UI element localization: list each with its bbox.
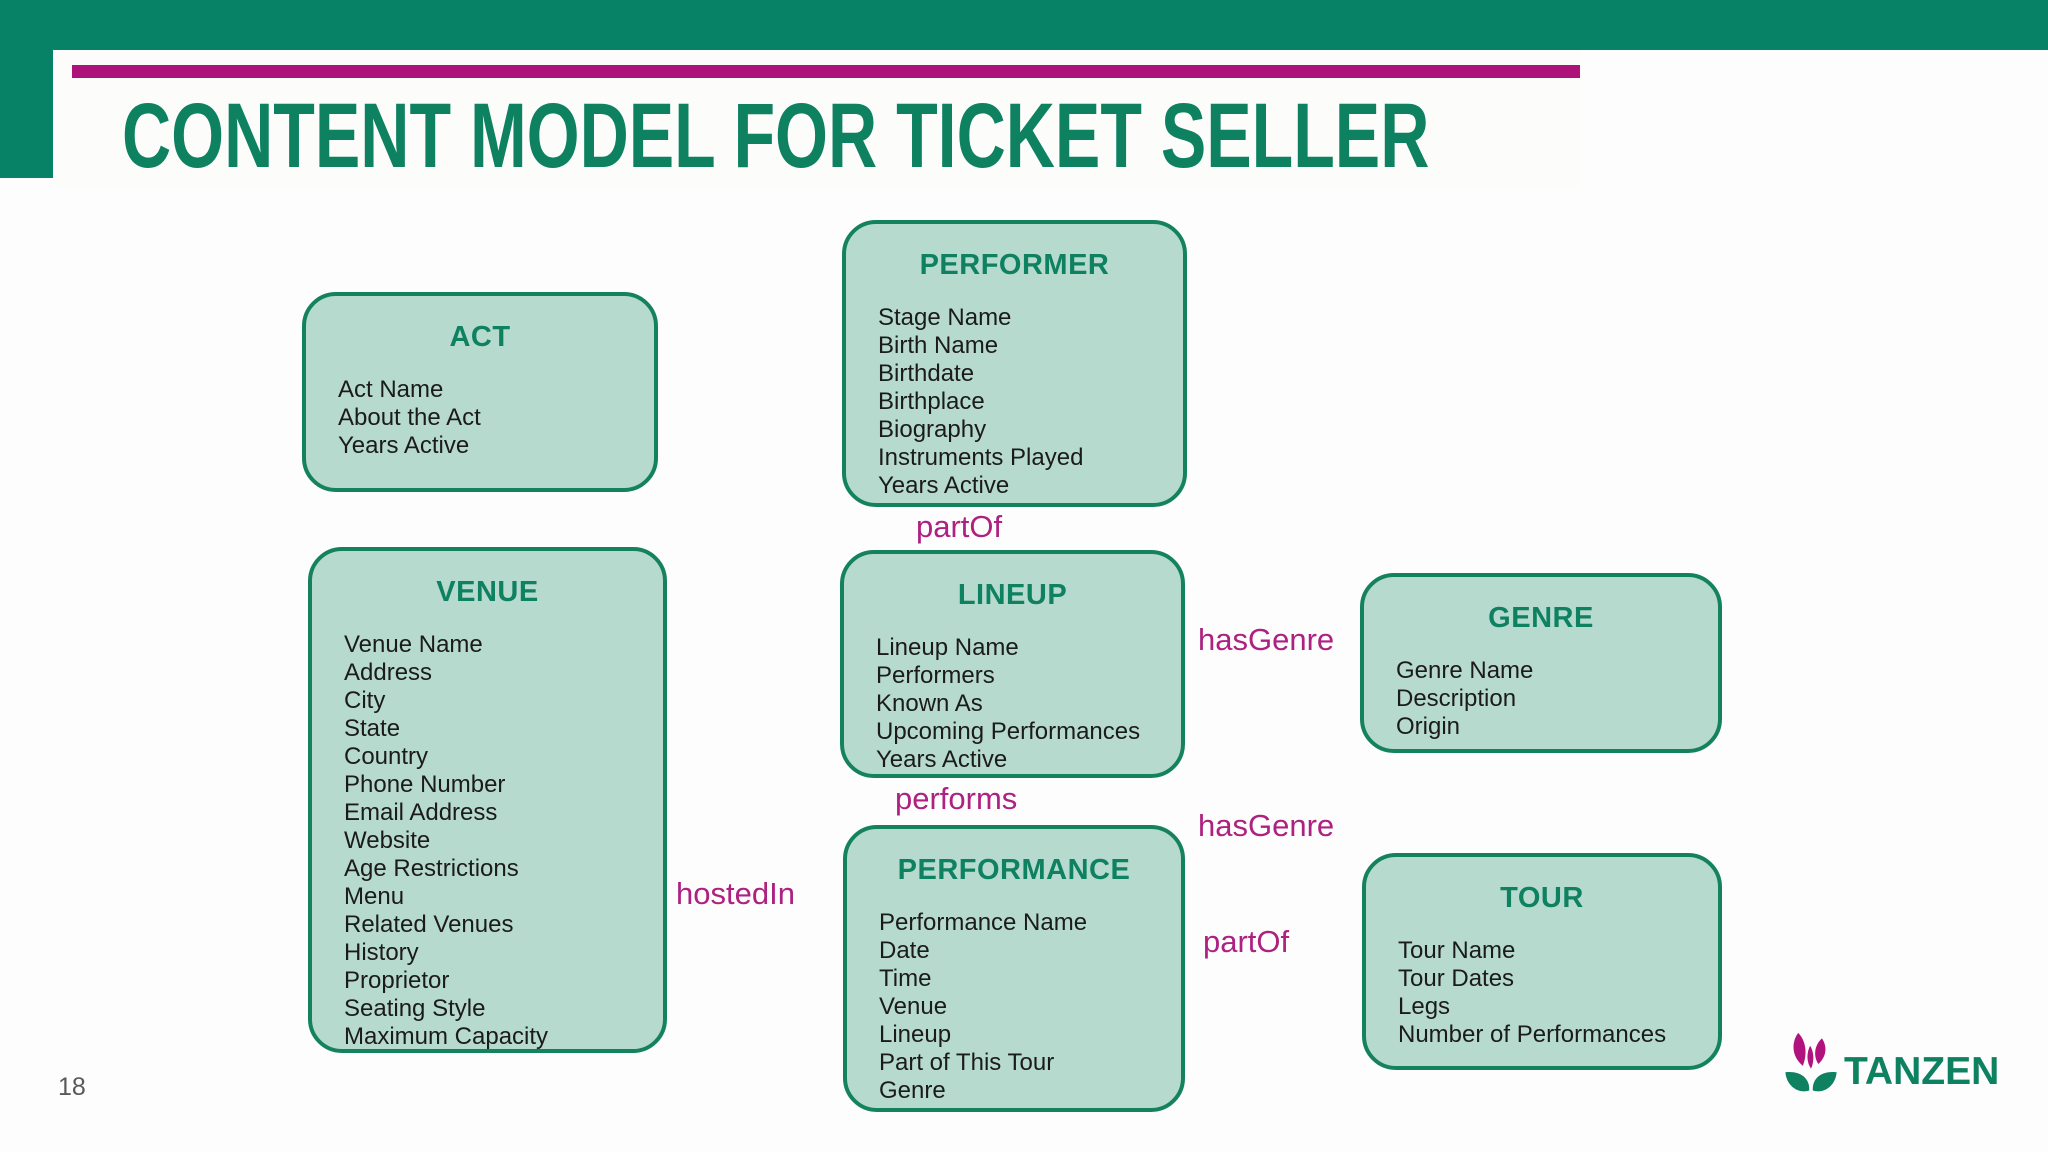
entity-attribute: Act Name <box>338 376 444 403</box>
entity-attribute: Years Active <box>876 746 1008 773</box>
entity-attribute: Known As <box>876 690 983 717</box>
relationship-label-hasgenre-lineup: hasGenre <box>1198 622 1335 657</box>
title-underline-bar <box>72 65 1580 78</box>
entity-attribute: Seating Style <box>344 995 486 1022</box>
relationship-label-partof-performance: partOf <box>1203 924 1290 959</box>
relationship-label-performs: performs <box>895 781 1018 816</box>
entity-attribute: Origin <box>1396 713 1461 740</box>
entity-attribute: Menu <box>344 883 405 910</box>
tanzen-logo-text: TANZEN <box>1844 1050 2000 1093</box>
entity-title: ACT <box>449 321 511 353</box>
entity-attribute: Genre <box>879 1077 946 1104</box>
entity-attribute: Lineup <box>879 1021 952 1048</box>
entity-title: GENRE <box>1488 602 1594 634</box>
header-accent-strip <box>0 0 53 178</box>
entity-attribute: About the Act <box>338 404 481 431</box>
entity-attribute: Address <box>344 659 433 686</box>
relationship-label-hasgenre-performance: hasGenre <box>1198 808 1335 843</box>
entity-title: PERFORMANCE <box>897 854 1131 886</box>
entity-attribute: Venue <box>879 993 948 1020</box>
tanzen-logo: TANZEN <box>1782 1032 1999 1096</box>
entity-attribute: Lineup Name <box>876 634 1019 661</box>
entity-attribute: Description <box>1396 685 1517 712</box>
entity-attribute: Part of This Tour <box>879 1049 1055 1076</box>
entity-attribute: Biography <box>878 416 987 443</box>
entity-attribute: Birth Name <box>878 332 999 359</box>
entity-attribute: Stage Name <box>878 304 1012 331</box>
entity-title: LINEUP <box>957 579 1068 611</box>
entity-attribute: Years Active <box>878 472 1010 499</box>
entity-attribute: Proprietor <box>344 967 450 994</box>
entity-title: PERFORMER <box>919 249 1110 281</box>
relationship-label-hostedin: hostedIn <box>676 876 795 911</box>
entity-attribute: Years Active <box>338 432 470 459</box>
entity-attribute: Birthplace <box>878 388 985 415</box>
entity-attribute: State <box>344 715 401 742</box>
entity-attribute: City <box>344 687 386 714</box>
entity-attribute: Time <box>879 965 932 992</box>
entity-attribute: Email Address <box>344 799 498 826</box>
entity-attribute: Birthdate <box>878 360 975 387</box>
entity-attribute: Genre Name <box>1396 657 1534 684</box>
entity-attribute: Age Restrictions <box>344 855 519 882</box>
entity-attribute: Venue Name <box>344 631 483 658</box>
entity-attribute: Tour Name <box>1398 937 1516 964</box>
entity-title: TOUR <box>1500 882 1584 914</box>
entity-attribute: Website <box>344 827 431 854</box>
entity-title: VENUE <box>436 576 539 608</box>
entity-attribute: Performance Name <box>879 909 1088 936</box>
entity-attribute: Country <box>344 743 429 770</box>
entity-attribute: Performers <box>876 662 995 689</box>
entity-attribute: Number of Performances <box>1398 1021 1667 1048</box>
entity-attribute: Related Venues <box>344 911 514 938</box>
slide-title: CONTENT MODEL FOR TICKET SELLER <box>122 85 1430 187</box>
entity-attribute: Instruments Played <box>878 444 1084 471</box>
relationship-label-partof-lineup: partOf <box>916 509 1003 544</box>
entity-attribute: Phone Number <box>344 771 506 798</box>
entity-attribute: Tour Dates <box>1398 965 1515 992</box>
entity-attribute: Date <box>879 937 930 964</box>
header-accent-band <box>0 0 2048 50</box>
entity-attribute: Maximum Capacity <box>344 1023 549 1050</box>
page-number: 18 <box>58 1073 86 1101</box>
entity-attribute: Legs <box>1398 993 1451 1020</box>
entity-attribute: History <box>344 939 419 966</box>
tanzen-flower-icon <box>1785 1032 1837 1092</box>
entity-attribute: Upcoming Performances <box>876 718 1141 745</box>
